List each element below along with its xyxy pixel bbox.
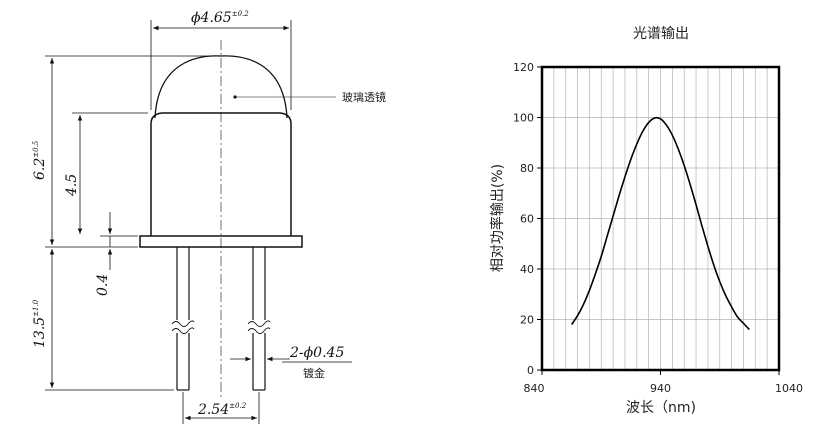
chart-grid	[542, 67, 779, 370]
lead-length-label: 13.5±1.0	[32, 299, 48, 348]
total-height-label: 6.2±0.5	[32, 140, 48, 180]
y-tick-label: 40	[520, 263, 534, 276]
spectral-output-curve	[570, 116, 750, 331]
y-tick-label: 100	[513, 112, 534, 125]
lead-spacing-dimension	[182, 392, 260, 424]
chart-title: 光谱输出	[633, 26, 689, 42]
body-height-label: 4.5	[64, 174, 80, 197]
lead-left	[171, 247, 195, 391]
x-tick-label: 1040	[775, 382, 803, 395]
spectral-chart: 光谱输出 0 20 40 60 80 100 120 840 940 1040 波长（nm) 相对…	[489, 26, 803, 416]
x-tick-label: 940	[650, 382, 671, 395]
diameter-label: ϕ4.65±0.2	[191, 10, 249, 26]
y-tick-label: 20	[520, 314, 534, 327]
lead-right	[247, 247, 271, 391]
lead-diameter-dimension	[230, 356, 352, 363]
chart-ticks: 0 20 40 60 80 100 120 840 940 1040	[513, 61, 803, 395]
lens-label: 玻璃透镜	[342, 90, 386, 104]
lead-diameter-label: 2-ϕ0.45	[289, 345, 344, 361]
y-tick-label: 120	[513, 61, 534, 74]
lens-leader	[233, 95, 336, 99]
lead-spacing-label: 2.54±0.2	[197, 402, 247, 418]
flange-label: 0.4	[95, 274, 111, 296]
x-axis-label: 波长（nm)	[626, 400, 696, 416]
glass-lens-dome	[154, 55, 288, 119]
x-tick-label: 840	[524, 382, 545, 395]
diameter-dimension	[150, 20, 292, 110]
flange	[139, 235, 303, 248]
can-body	[150, 112, 292, 236]
y-tick-label: 60	[520, 213, 534, 226]
package-drawing	[45, 20, 352, 424]
vertical-extension-lines	[45, 55, 215, 391]
y-axis-label: 相对功率输出(%)	[489, 164, 506, 272]
y-tick-label: 0	[527, 364, 534, 377]
y-tick-label: 80	[520, 162, 534, 175]
plating-label: 镀金	[303, 366, 325, 380]
